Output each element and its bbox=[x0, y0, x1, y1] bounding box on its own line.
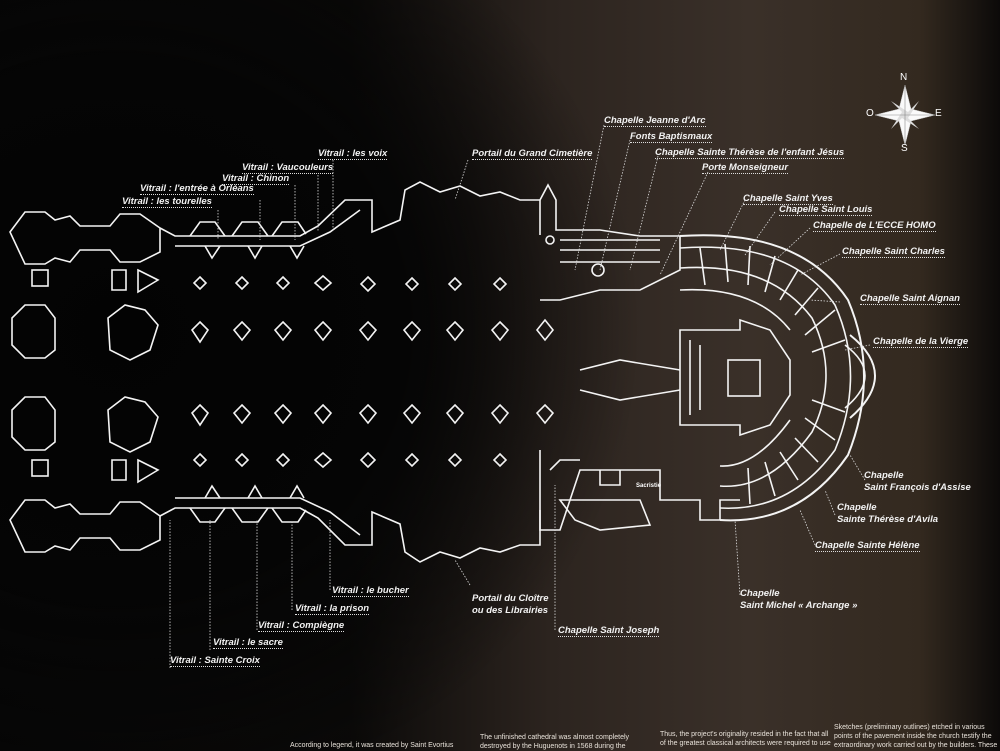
footer-text-3: Thus, the project's originality resided … bbox=[660, 730, 831, 748]
footer-line: According to legend, it was created by S… bbox=[290, 742, 454, 749]
footer-text-4: Sketches (preliminary outlines) etched i… bbox=[834, 723, 997, 750]
label-chapelle-saint-joseph: Chapelle Saint Joseph bbox=[558, 625, 660, 637]
choir bbox=[679, 318, 791, 437]
west-tower-north bbox=[9, 211, 161, 265]
pillars bbox=[190, 274, 555, 469]
label-fonts-baptismaux: Fonts Baptismaux bbox=[630, 131, 713, 143]
label-line: Sainte Thérèse d'Avila bbox=[837, 514, 938, 525]
label-line: Chapelle bbox=[740, 588, 780, 599]
footer-line: points of the pavement inside the church… bbox=[834, 733, 992, 740]
label-vitrail-prison: Vitrail : la prison bbox=[295, 603, 370, 615]
label-porte-monseigneur: Porte Monseigneur bbox=[702, 162, 789, 174]
label-chapelle-saint-michel: Chapelle Saint Michel « Archange » bbox=[740, 588, 857, 612]
footer-line: destroyed by the Huguenots in 1568 durin… bbox=[480, 743, 626, 750]
label-vitrail-vaucouleurs: Vitrail : Vaucouleurs bbox=[242, 162, 334, 174]
west-tower-south bbox=[9, 499, 161, 553]
label-portail-cloitre: Portail du Cloître ou des Librairies bbox=[472, 593, 549, 617]
label-chapelle-saint-yves: Chapelle Saint Yves bbox=[743, 193, 833, 205]
label-chapelle-therese-avila: Chapelle Sainte Thérèse d'Avila bbox=[837, 502, 938, 526]
label-chapelle-ecce-homo: Chapelle de L'ECCE HOMO bbox=[813, 220, 936, 232]
label-line: Saint Michel « Archange » bbox=[740, 600, 858, 611]
apse-outer bbox=[679, 234, 865, 522]
label-chapelle-saint-charles: Chapelle Saint Charles bbox=[842, 246, 945, 258]
label-chapelle-sainte-helene: Chapelle Sainte Hélène bbox=[815, 540, 920, 552]
label-chapelle-francois-assise: Chapelle Saint François d'Assise bbox=[864, 470, 971, 494]
label-vitrail-bucher: Vitrail : le bucher bbox=[332, 585, 409, 597]
label-chapelle-vierge: Chapelle de la Vierge bbox=[873, 336, 969, 348]
south-aisle-wall bbox=[159, 507, 541, 563]
label-vitrail-compiegne: Vitrail : Compiègne bbox=[258, 620, 345, 632]
label-vitrail-tourelles: Vitrail : les tourelles bbox=[122, 196, 212, 208]
label-line: Saint François d'Assise bbox=[864, 482, 971, 493]
north-aisle-wall bbox=[159, 181, 541, 237]
compass-north: N bbox=[900, 72, 908, 83]
label-portail-grand-cimetiere: Portail du Grand Cimetière bbox=[472, 148, 593, 160]
leader-lines bbox=[169, 124, 871, 668]
label-line: Portail du Cloître bbox=[472, 593, 549, 604]
footer-line: Thus, the project's originality resided … bbox=[660, 731, 829, 738]
footer-text-2: The unfinished cathedral was almost comp… bbox=[480, 733, 629, 751]
footer-text-1: According to legend, it was created by S… bbox=[290, 741, 453, 750]
compass-east: E bbox=[935, 108, 942, 119]
label-line: Chapelle bbox=[837, 502, 877, 513]
footer-line: extraordinary work carried out by the bu… bbox=[834, 742, 998, 749]
footer-line: The unfinished cathedral was almost comp… bbox=[480, 734, 630, 741]
label-chapelle-saint-aignan: Chapelle Saint Aignan bbox=[860, 293, 960, 305]
compass-west: O bbox=[866, 108, 874, 119]
label-chapelle-therese-enfant-jesus: Chapelle Sainte Thérèse de l'enfant Jésu… bbox=[655, 147, 845, 159]
label-chapelle-jeanne-darc: Chapelle Jeanne d'Arc bbox=[604, 115, 706, 127]
compass-south: S bbox=[901, 143, 908, 154]
label-vitrail-chinon: Vitrail : Chinon bbox=[222, 173, 290, 185]
footer-line: Sketches (preliminary outlines) etched i… bbox=[834, 724, 985, 731]
label-vitrail-sacre: Vitrail : le sacre bbox=[213, 637, 283, 649]
label-chapelle-saint-louis: Chapelle Saint Louis bbox=[779, 204, 873, 216]
compass-rose-icon bbox=[874, 84, 936, 146]
label-line: Chapelle bbox=[864, 470, 904, 481]
footer-line: of the greatest classical architects wer… bbox=[660, 740, 831, 747]
label-line: ou des Librairies bbox=[472, 605, 549, 616]
label-vitrail-sainte-croix: Vitrail : Sainte Croix bbox=[170, 655, 260, 667]
label-vitrail-orleans: Vitrail : l'entrée à Orléans bbox=[140, 183, 254, 195]
label-vitrail-voix: Vitrail : les voix bbox=[318, 148, 388, 160]
label-sacristie: Sacristie bbox=[636, 483, 662, 489]
